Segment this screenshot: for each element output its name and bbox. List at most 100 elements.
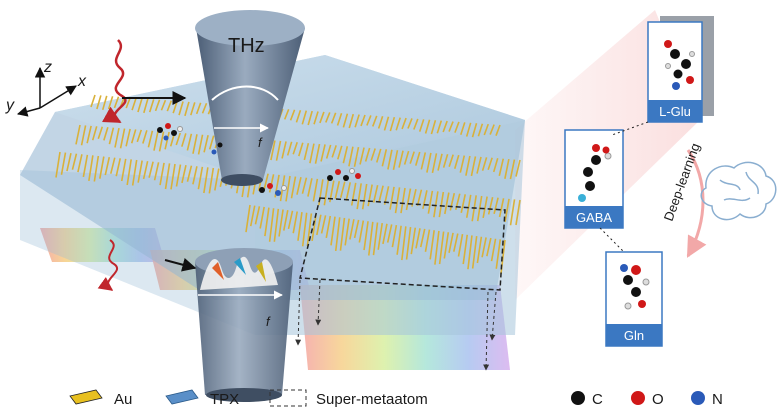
- legend: Au TPX Super-metaatom C O N: [69, 389, 723, 408]
- gold-resonator: [339, 217, 346, 251]
- molecule-card-gln: Gln: [605, 251, 663, 347]
- gold-resonator: [120, 158, 127, 182]
- gold-resonator: [424, 229, 431, 252]
- gold-resonator: [414, 151, 421, 166]
- gold-resonator: [353, 219, 360, 239]
- gold-resonator: [415, 228, 421, 249]
- gold-resonator: [454, 121, 460, 133]
- gold-resonator: [307, 178, 313, 197]
- gold-resonator: [437, 153, 443, 171]
- gold-resonator: [214, 168, 220, 191]
- gold-resonator: [96, 95, 102, 110]
- gold-resonator: [403, 150, 410, 165]
- gold-resonator: [389, 186, 395, 210]
- gold-resonator: [334, 180, 341, 199]
- card-link-2: [599, 227, 625, 253]
- legend-au-label: Au: [114, 391, 132, 408]
- gold-resonator: [164, 163, 171, 190]
- molecule-card-lglu: L-Glu: [647, 16, 714, 123]
- gold-resonator: [113, 96, 120, 109]
- gold-resonator: [334, 217, 341, 252]
- gold-resonator: [195, 102, 202, 115]
- gold-resonator: [131, 97, 137, 111]
- gold-resonator: [268, 208, 275, 242]
- output-arrow: [164, 257, 197, 272]
- gold-resonator: [148, 161, 154, 178]
- gold-resonator: [400, 187, 406, 214]
- gold-resonator: [104, 156, 111, 176]
- gold-resonator: [184, 101, 190, 117]
- gold-resonator: [88, 155, 94, 182]
- gold-resonator: [307, 110, 313, 126]
- gold-resonator: [192, 134, 198, 154]
- gold-resonator: [192, 166, 198, 185]
- deep-learning-label: Deep-learning: [661, 141, 703, 223]
- gold-resonator: [372, 184, 379, 203]
- axis-y-label: y: [5, 97, 15, 114]
- axis-z-label: z: [43, 59, 52, 76]
- gold-resonator: [295, 109, 302, 123]
- molecules-on-surface: [157, 123, 361, 196]
- gold-resonator: [426, 152, 432, 173]
- gold-resonator: [476, 156, 482, 174]
- gold-resonator: [259, 206, 265, 229]
- gold-resonator: [249, 205, 256, 227]
- gold-resonator: [320, 144, 326, 162]
- gold-resonator: [245, 204, 251, 233]
- gold-resonator: [438, 231, 445, 265]
- gold-resonator: [289, 109, 296, 121]
- gold-resonator: [431, 153, 438, 174]
- gold-resonator: [71, 153, 78, 170]
- gold-resonator: [331, 145, 337, 158]
- absorption-spectrum: f: [198, 256, 283, 329]
- gold-resonator: [481, 237, 487, 258]
- atom-c-label: C: [592, 391, 603, 408]
- gold-resonator: [82, 154, 89, 178]
- gold-resonator: [448, 232, 454, 253]
- gold-resonator: [459, 155, 466, 173]
- gold-resonator: [181, 133, 187, 147]
- gold-resonator: [153, 131, 159, 151]
- gold-resonator: [159, 162, 165, 186]
- gold-resonator: [201, 102, 208, 114]
- gold-resonator: [486, 237, 492, 257]
- gold-resonator: [467, 235, 473, 270]
- gold-resonator: [348, 146, 354, 167]
- frequency-label-upper: f: [258, 135, 263, 150]
- gold-resonator: [419, 228, 426, 248]
- gold-resonator: [389, 116, 396, 132]
- gold-resonator: [203, 135, 209, 153]
- gold-resonator: [330, 216, 336, 246]
- gold-resonator: [99, 156, 105, 179]
- gold-resonator: [410, 227, 417, 255]
- gold-resonator: [392, 150, 399, 170]
- gold-resonator: [309, 143, 315, 164]
- gold-resonator: [377, 116, 384, 129]
- gold-resonator: [345, 182, 352, 201]
- gold-resonator: [186, 165, 193, 182]
- gold-resonator: [442, 154, 449, 168]
- gold-resonator: [498, 158, 505, 176]
- gold-resonator: [452, 233, 459, 252]
- gold-resonator: [344, 218, 350, 246]
- gold-resonator: [429, 230, 435, 260]
- gold-resonator: [320, 215, 327, 234]
- gold-resonator: [285, 175, 291, 202]
- gold-resonator: [273, 208, 280, 242]
- coordinate-axes: [16, 66, 77, 117]
- gold-resonator: [381, 149, 388, 167]
- gold-resonator: [367, 184, 373, 207]
- gold-resonator: [405, 226, 412, 260]
- gold-resonator: [407, 118, 413, 129]
- gold-resonator: [370, 148, 376, 161]
- gold-resonator: [354, 114, 360, 128]
- gold-resonator: [504, 198, 510, 222]
- gold-resonator: [492, 158, 499, 173]
- gold-resonator: [301, 177, 308, 194]
- gold-resonator: [471, 236, 478, 269]
- gold-resonator: [391, 224, 398, 248]
- gold-resonator: [495, 124, 501, 136]
- atom-n-label: N: [712, 391, 723, 408]
- molecule-name-gaba: GABA: [576, 210, 612, 225]
- gold-resonator: [197, 134, 204, 155]
